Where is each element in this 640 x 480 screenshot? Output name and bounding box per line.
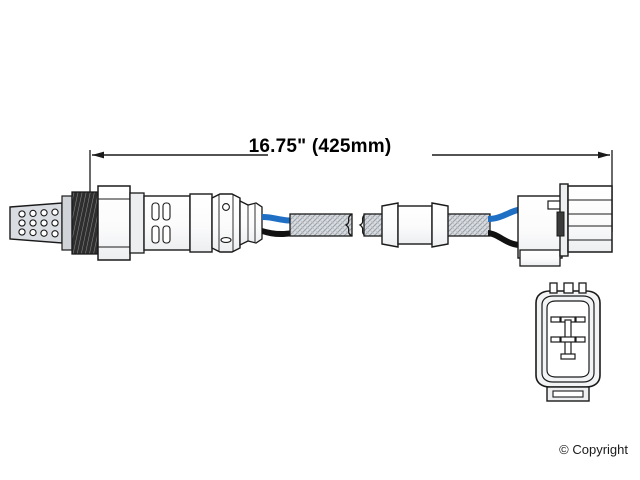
face-center-rail xyxy=(560,316,576,360)
sensor-main-body xyxy=(189,193,213,253)
copyright-notice: © Copyright xyxy=(559,442,628,457)
black-ground-wire-left xyxy=(262,228,292,238)
dimension-arrow-left xyxy=(92,151,104,159)
terminal-slot-3 xyxy=(550,316,561,323)
terminal-slot-2 xyxy=(575,336,586,343)
connector-ribbed-shell xyxy=(567,185,613,253)
dimension-label: 16.75" (425mm) xyxy=(248,136,392,157)
shield-vent-holes xyxy=(18,208,59,238)
dimension-arrow-right xyxy=(598,151,610,159)
connector-face-view xyxy=(535,282,601,402)
louvered-sleeve xyxy=(129,192,191,254)
black-ground-wire-right xyxy=(488,230,520,248)
face-base-foot xyxy=(546,386,590,402)
hex-nut xyxy=(97,185,131,261)
sleeve-collar xyxy=(129,192,145,254)
grommet-left-collar xyxy=(381,202,399,248)
connector-ribs xyxy=(568,199,612,241)
connector-lower-lip xyxy=(519,249,561,267)
grommet-center-body xyxy=(397,205,433,245)
ferrule-outline xyxy=(211,193,241,253)
blue-signal-wire-right xyxy=(488,206,526,222)
hex-nut-body xyxy=(97,185,131,261)
connector-seal-band xyxy=(556,211,565,237)
sleeve-louver-slots xyxy=(151,202,171,244)
face-inner-wall-1 xyxy=(541,295,595,383)
thread-pattern xyxy=(71,191,99,255)
cable-break-marker xyxy=(344,213,367,237)
face-terminal-slots xyxy=(550,316,586,343)
ferrule-hole-top xyxy=(222,203,230,211)
ferrule-hole-bottom xyxy=(220,237,232,243)
inline-grommet-bead xyxy=(381,202,449,248)
grommet-right-collar xyxy=(431,202,449,248)
spool-ferrule xyxy=(211,193,241,253)
threaded-body xyxy=(61,191,99,255)
cable-sleeve-left-segment xyxy=(289,213,353,237)
thread-shoulder xyxy=(61,195,73,251)
perforated-shield-tip xyxy=(9,202,63,244)
ribbed-strain-relief-boot xyxy=(239,199,263,247)
left-wire-pair xyxy=(262,214,296,238)
terminal-slot-4 xyxy=(575,316,586,323)
face-top-tabs xyxy=(549,282,587,294)
boot-outline xyxy=(239,199,263,247)
main-body-shell xyxy=(189,193,213,253)
break-curve-right xyxy=(358,213,367,237)
terminal-slot-1 xyxy=(550,336,561,343)
break-curve-left xyxy=(344,213,353,237)
right-wire-pair xyxy=(488,206,526,248)
ribbed-connector-housing xyxy=(517,183,613,267)
braided-cable-sleeve-left xyxy=(289,213,353,237)
blue-signal-wire-left xyxy=(262,214,296,224)
